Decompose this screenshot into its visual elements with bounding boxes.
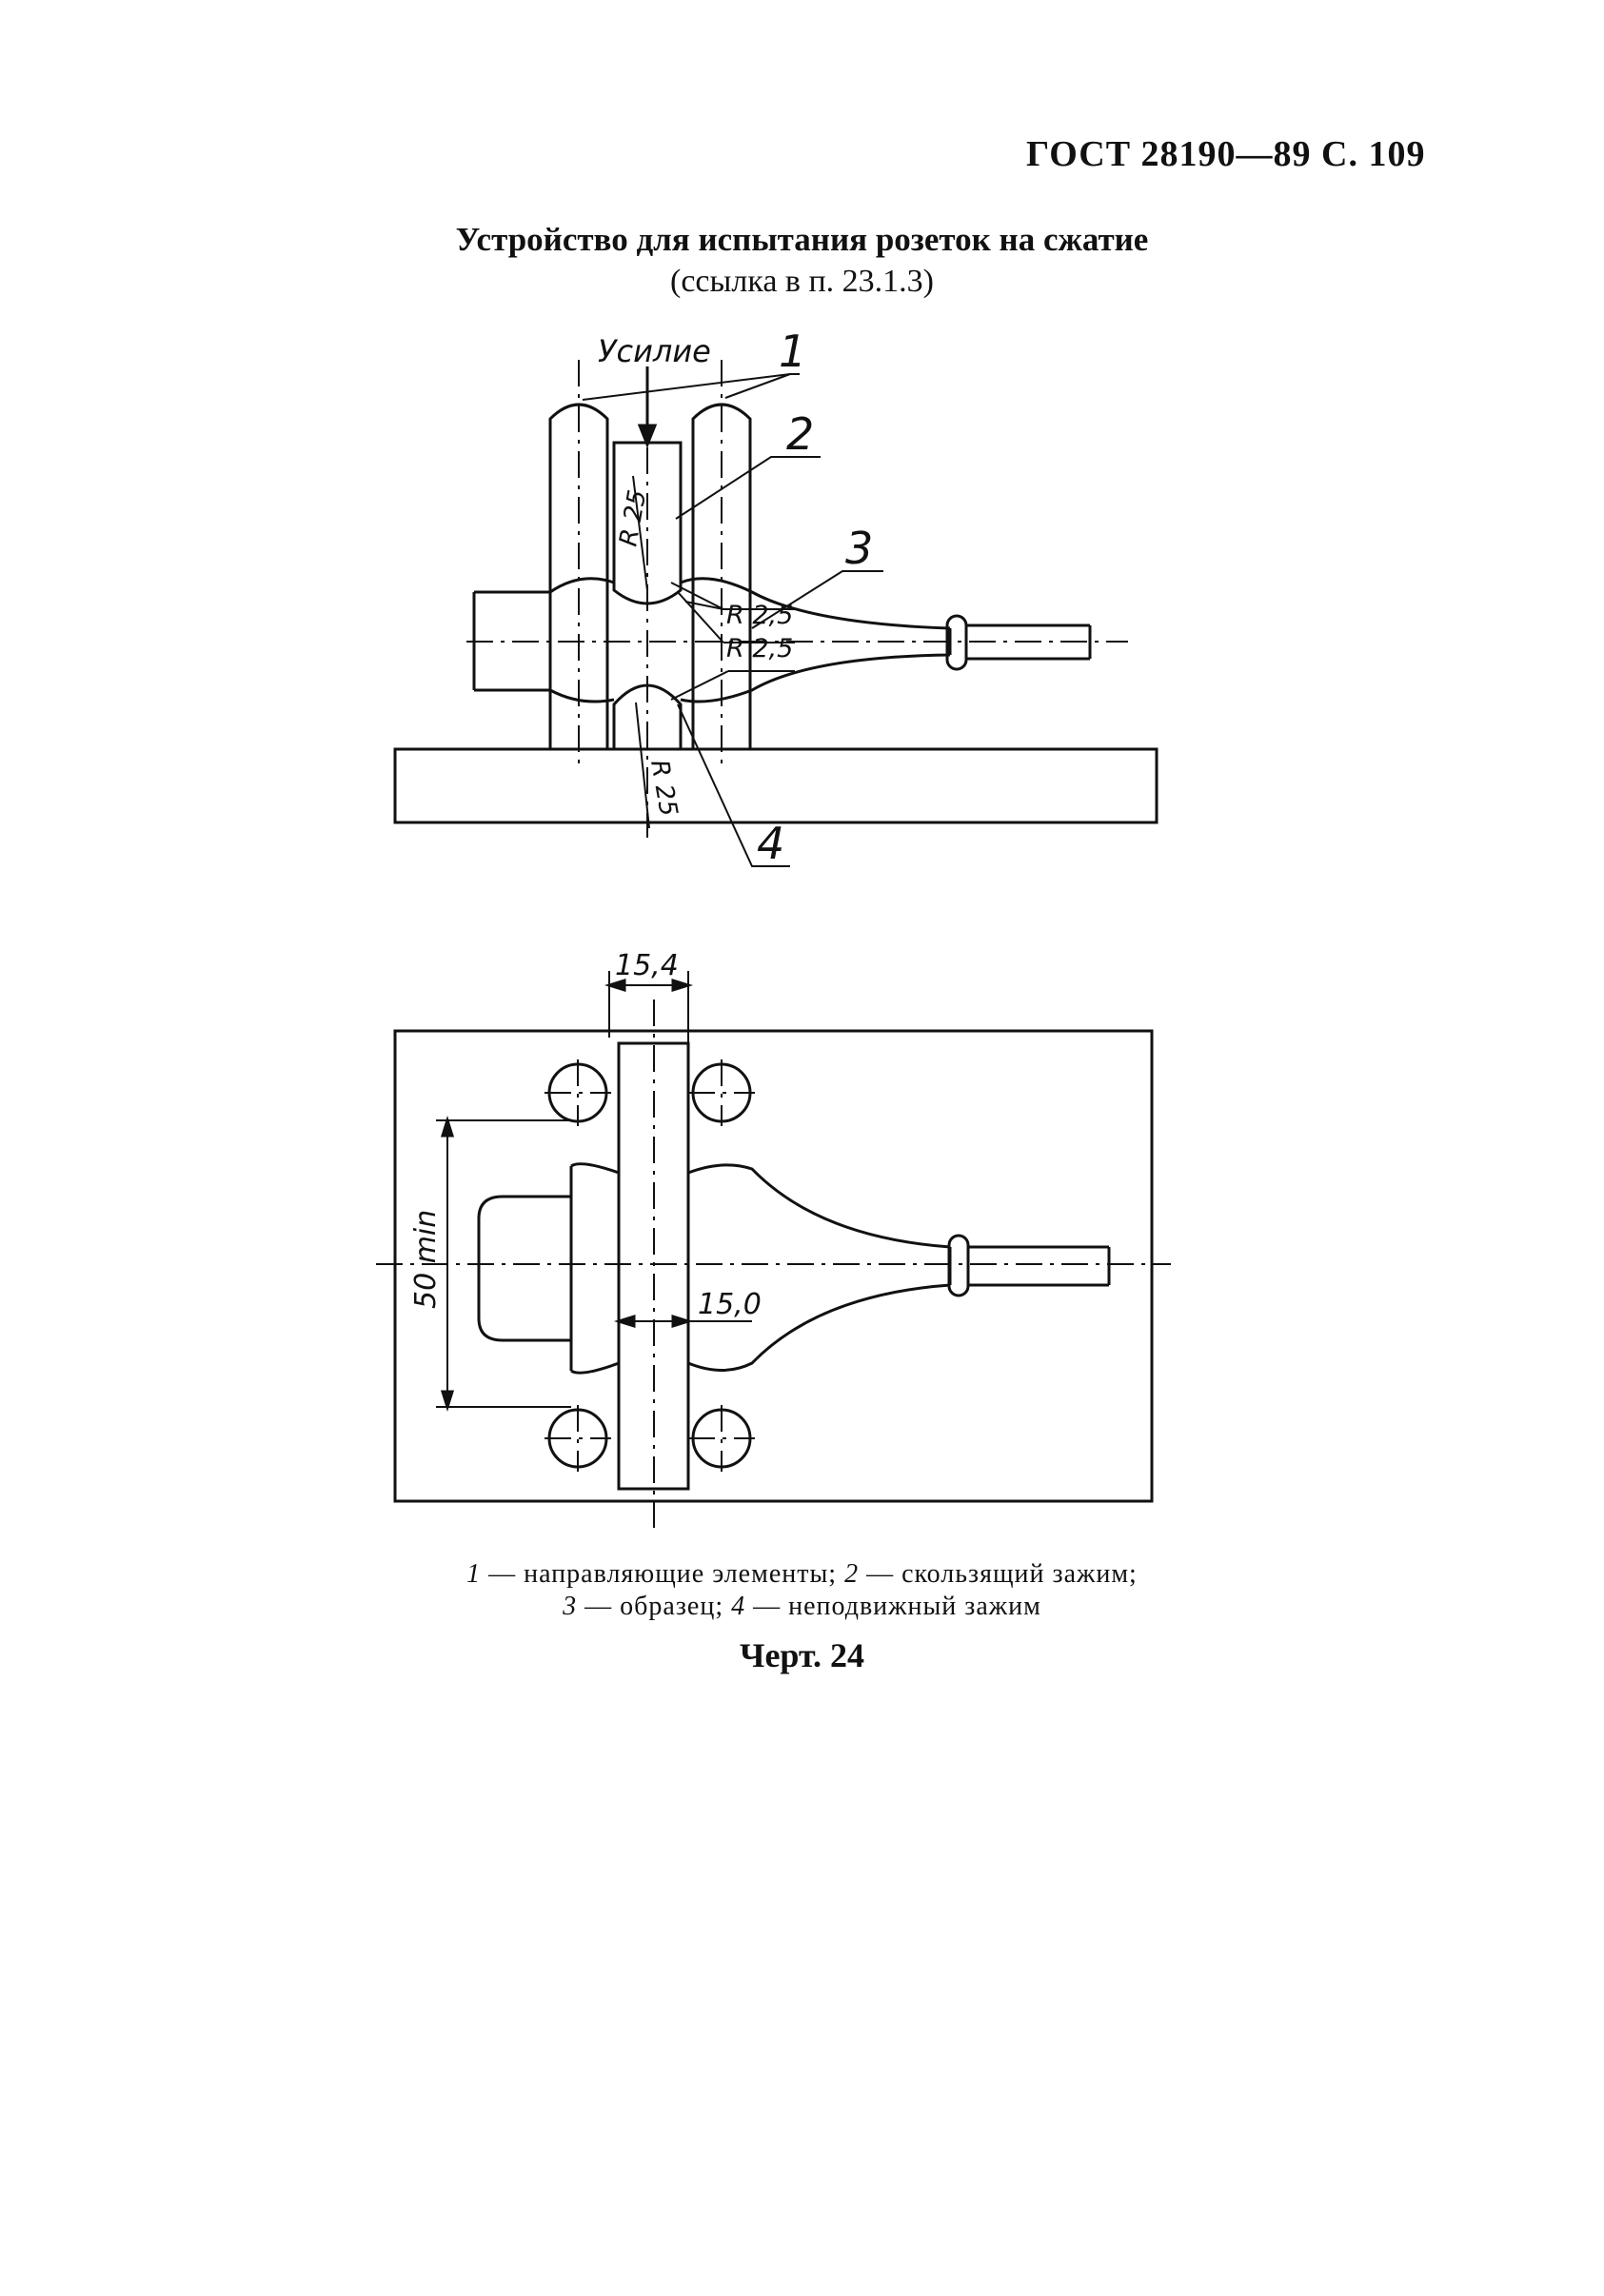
callout-1: 1 <box>779 326 806 377</box>
base-plan <box>393 1029 1154 1503</box>
legend-num-4: 4 <box>731 1592 746 1621</box>
guide-rod-left <box>548 403 609 749</box>
callout-4: 4 <box>757 818 784 869</box>
legend-num-2: 2 <box>844 1559 860 1589</box>
dim-r2-5-top: R 2,5 <box>726 601 793 630</box>
legend-text-1: направляющие элементы; <box>524 1559 838 1589</box>
dim-r25-bottom: R 25 <box>644 758 683 819</box>
dim-width-top: 15,4 <box>615 949 679 982</box>
specimen-plan <box>477 1195 573 1342</box>
specimen-side <box>472 577 952 703</box>
force-label: Усилие <box>598 333 711 369</box>
legend-text-2: скользящий зажим; <box>901 1559 1138 1589</box>
callout-3: 3 <box>845 523 873 574</box>
dim-r2-5-bottom: R 2,5 <box>726 634 793 663</box>
base-plate <box>393 747 1158 824</box>
callout-2: 2 <box>786 408 814 460</box>
legend-text-3: образец; <box>620 1592 724 1621</box>
legend-line-2: 3 — образец; 4 — неподвижный зажим <box>563 1592 1041 1621</box>
guide-rod-right <box>691 403 752 749</box>
dim-width-mid: 15,0 <box>698 1288 762 1321</box>
sliding-clamp <box>612 441 683 605</box>
legend-num-1: 1 <box>466 1559 482 1589</box>
clamp-plan <box>617 1041 690 1491</box>
page-header: ГОСТ 28190—89 С. 109 <box>1026 134 1426 174</box>
legend-line-1: 1 — направляющие элементы; 2 — скользящи… <box>466 1559 1138 1589</box>
figure-reference: (ссылка в п. 23.1.3) <box>670 264 934 299</box>
legend-text-4: неподвижный зажим <box>788 1592 1041 1621</box>
dim-min-height: 50 min <box>409 1210 443 1309</box>
figure-title: Устройство для испытания розеток на сжат… <box>455 221 1149 258</box>
legend-num-3: 3 <box>563 1592 578 1621</box>
figure-label: Черт. 24 <box>740 1636 864 1674</box>
